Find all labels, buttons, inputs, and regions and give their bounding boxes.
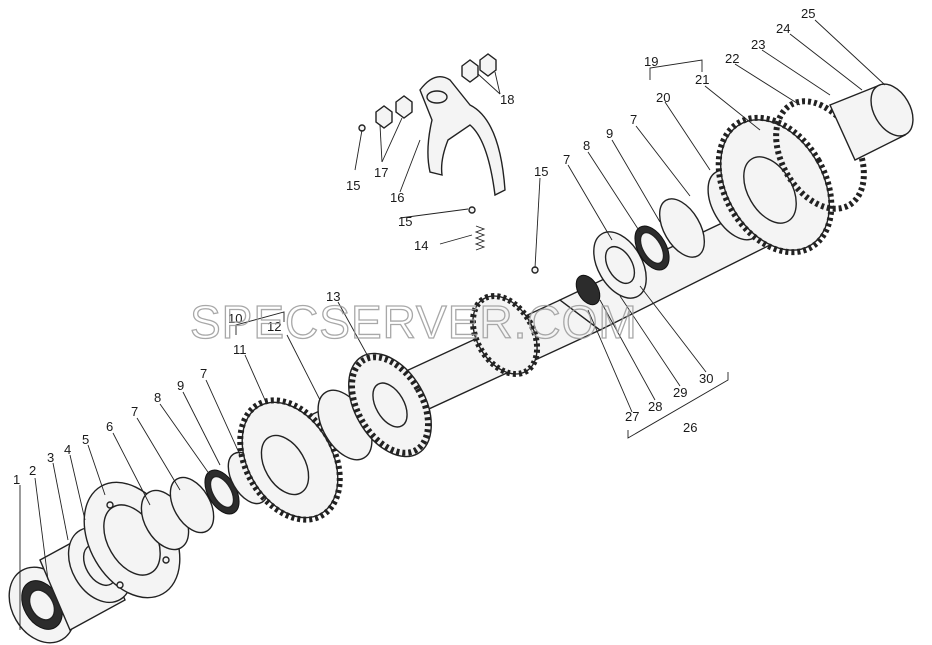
part-15-balls: [358, 124, 539, 274]
callout-11: 11: [233, 342, 247, 357]
callout-labels: 1 2 3 4 5 6 7 8 9 7 10 11 12 13 14 15 15…: [13, 6, 815, 487]
callout-30: 30: [699, 371, 713, 386]
part-21-gear: [715, 114, 835, 256]
parts-7-8-9-right: [634, 198, 706, 271]
callout-18: 18: [500, 92, 514, 107]
part-16-shift-fork: [419, 76, 506, 197]
callout-7-d: 7: [630, 112, 637, 127]
callout-15-a: 15: [346, 178, 360, 193]
part-13-synchronizer: [348, 352, 432, 458]
callout-29: 29: [673, 385, 687, 400]
part-17-nuts: [375, 95, 413, 129]
callout-1: 1: [13, 472, 20, 487]
callout-14: 14: [414, 238, 428, 253]
callout-13: 13: [326, 289, 340, 304]
callout-7-c: 7: [563, 152, 570, 167]
callout-23: 23: [751, 37, 765, 52]
callout-2: 2: [29, 463, 36, 478]
part-14-spring: [474, 225, 486, 251]
callout-3: 3: [47, 450, 54, 465]
callout-15-b: 15: [398, 214, 412, 229]
part-18-nuts: [461, 53, 497, 83]
parts-23-24-hub: [829, 83, 914, 161]
callout-21: 21: [695, 72, 709, 87]
callout-7-a: 7: [131, 404, 138, 419]
callout-27: 27: [625, 409, 639, 424]
callout-15-c: 15: [534, 164, 548, 179]
callout-10: 10: [228, 311, 242, 326]
callout-5: 5: [82, 432, 89, 447]
callout-17: 17: [374, 165, 388, 180]
callout-9-b: 9: [606, 126, 613, 141]
callout-8-b: 8: [583, 138, 590, 153]
callout-24: 24: [776, 21, 790, 36]
callout-22: 22: [725, 51, 739, 66]
part-27-gear: [469, 293, 541, 377]
callout-20: 20: [656, 90, 670, 105]
callout-7-b: 7: [200, 366, 207, 381]
callout-8-a: 8: [154, 390, 161, 405]
callout-19: 19: [644, 54, 658, 69]
callout-28: 28: [648, 399, 662, 414]
callout-6: 6: [106, 419, 113, 434]
parts-28-29-bearing: [575, 231, 647, 306]
parts-drawing: [8, 53, 914, 644]
callout-9-a: 9: [177, 378, 184, 393]
callout-26: 26: [683, 420, 697, 435]
callout-4: 4: [64, 442, 71, 457]
watermark: SPECSERVER.COM: [190, 296, 638, 348]
callout-25: 25: [801, 6, 815, 21]
callout-12: 12: [267, 319, 281, 334]
callout-16: 16: [390, 190, 404, 205]
parts-7-8-9-left: [169, 451, 269, 534]
leader-lines: [19, 19, 886, 630]
